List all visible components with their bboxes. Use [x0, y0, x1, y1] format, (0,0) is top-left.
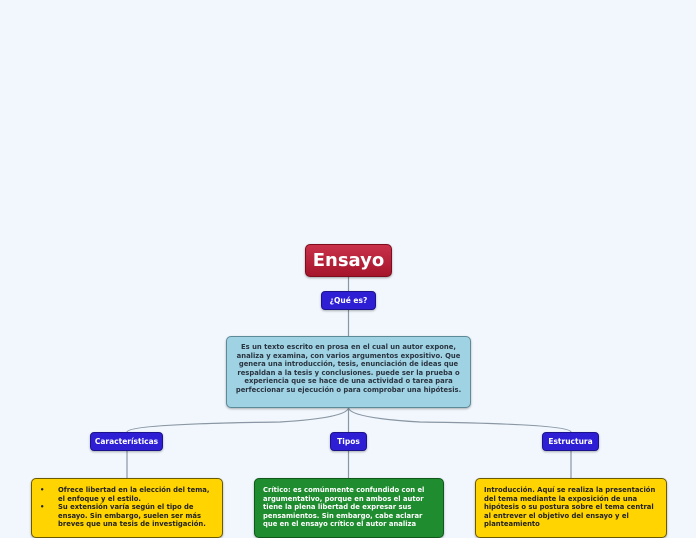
connector-lines	[126, 277, 572, 478]
branch-estructura[interactable]: Estructura	[542, 432, 599, 451]
connector-definition-estructura	[347, 407, 572, 433]
root-topic-ensayo[interactable]: Ensayo	[305, 244, 392, 277]
list-item-text: Ofrece libertad en la elección del tema,…	[58, 486, 210, 503]
definition-box[interactable]: Es un texto escrito en prosa en el cual …	[226, 336, 471, 408]
list-item: • Su extensión varía según el tipo de en…	[40, 503, 214, 529]
estructura-card[interactable]: Introducción. Aquí se realiza la present…	[475, 478, 667, 538]
bullet-icon: •	[40, 486, 45, 494]
list-item-text: Su extensión varía según el tipo de ensa…	[58, 503, 206, 529]
branch-caracteristicas[interactable]: Características	[90, 432, 163, 451]
list-item: • Ofrece libertad en la elección del tem…	[40, 486, 214, 503]
caracteristicas-card[interactable]: • Ofrece libertad en la elección del tem…	[31, 478, 223, 538]
mind-map-canvas: Ensayo ¿Qué es? Es un texto escrito en p…	[31, 244, 667, 538]
tipos-card[interactable]: Crítico: es comúnmente confundido con el…	[254, 478, 444, 538]
connector-definition-caracteristicas	[126, 407, 350, 433]
branch-tipos[interactable]: Tipos	[330, 432, 367, 451]
bullet-icon: •	[40, 503, 45, 512]
subtopic-que-es[interactable]: ¿Qué es?	[321, 291, 376, 310]
